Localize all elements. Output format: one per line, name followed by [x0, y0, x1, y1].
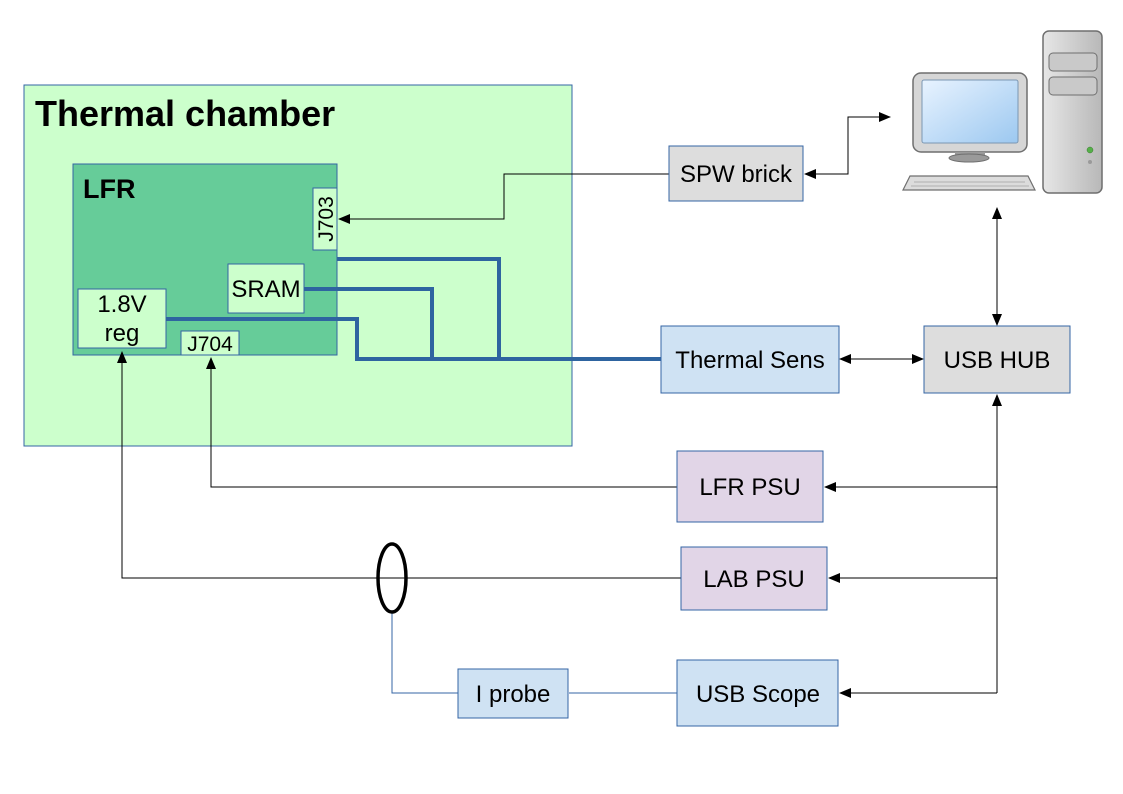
lfr-psu: LFR PSU — [676, 450, 824, 523]
wire-spw-to-j703 — [338, 173, 669, 224]
lfr-psu-label: LFR PSU — [699, 474, 800, 501]
wire-lab-psu-to-regulator — [117, 351, 681, 579]
i-probe-box — [457, 668, 569, 719]
current-clamp-icon — [376, 542, 408, 614]
wire-lfr-psu-to-j704 — [206, 357, 677, 488]
sensor-line-sram — [304, 287, 434, 359]
lab-psu-label: LAB PSU — [703, 566, 804, 593]
usb-scope: USB Scope — [676, 659, 839, 727]
j704-label: J704 — [187, 333, 233, 356]
sensor-line-regulator — [166, 317, 661, 361]
wire-clamp-to-probe — [391, 612, 458, 694]
thermal-chamber-title: Thermal chamber — [35, 93, 335, 134]
usb-scope-label: USB Scope — [696, 681, 820, 708]
regulator-label-line2: reg — [105, 320, 140, 347]
lfr-psu-box — [676, 450, 824, 523]
usb-hub-label: USB HUB — [944, 347, 1051, 374]
lfr-board-title: LFR — [83, 174, 135, 204]
lab-psu: LAB PSU — [680, 546, 828, 611]
j703-label: J703 — [315, 196, 338, 242]
desktop-computer-icon — [902, 30, 1103, 194]
wire-spw-to-computer — [804, 112, 891, 179]
signal-wires — [117, 112, 1002, 698]
usb-hub: USB HUB — [923, 325, 1071, 394]
i-probe-label: I probe — [476, 681, 551, 708]
usb-scope-box — [676, 659, 839, 727]
spw-brick-label: SPW brick — [680, 161, 793, 188]
j704-connector — [180, 330, 240, 356]
usb-hub-box — [923, 325, 1071, 394]
thermal-sens-label: Thermal Sens — [675, 347, 824, 374]
regulator-1v8 — [77, 288, 167, 349]
spw-brick: SPW brick — [668, 145, 804, 202]
thermal-sens-box — [660, 325, 840, 394]
lab-psu-box — [680, 546, 828, 611]
sram-chip — [227, 263, 305, 314]
thermal-sensor-wiring — [166, 257, 661, 361]
j703-connector — [312, 187, 338, 251]
spw-brick-box — [668, 145, 804, 202]
sensor-line-j703 — [337, 257, 501, 359]
thermal-sens: Thermal Sens — [660, 325, 840, 394]
i-probe: I probe — [457, 668, 569, 719]
sram-label: SRAM — [231, 276, 300, 303]
regulator-label-line1: 1.8V — [97, 291, 146, 318]
lfr-board: LFR J703 SRAM 1.8V reg J704 — [72, 163, 338, 356]
